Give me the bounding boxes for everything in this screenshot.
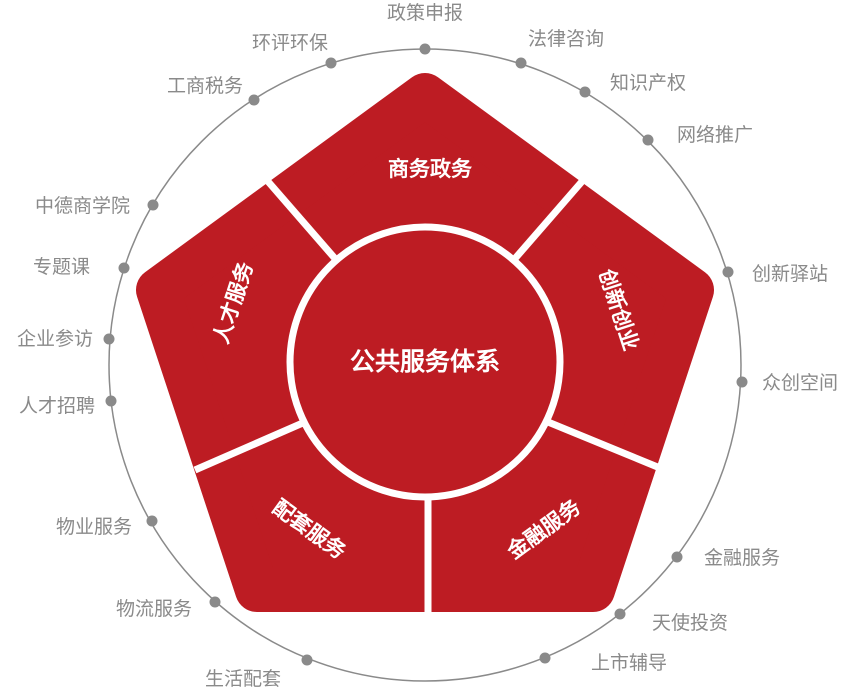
item-dot	[614, 608, 626, 620]
item-dot	[105, 395, 117, 407]
item-dot	[579, 86, 591, 98]
item-label: 上市辅导	[591, 652, 667, 674]
item-label: 网络推广	[677, 124, 753, 146]
item-label: 环评环保	[252, 32, 328, 54]
item-dot	[539, 652, 551, 664]
segment-business-government: 商务政务	[388, 157, 473, 181]
item-label: 创新驿站	[752, 263, 828, 285]
item-label: 众创空间	[762, 372, 838, 394]
item-dot	[146, 515, 158, 527]
center-circle	[286, 223, 564, 501]
item-label: 人才招聘	[19, 395, 95, 417]
item-label: 法律咨询	[528, 28, 604, 50]
item-dot	[642, 134, 654, 146]
item-dot	[515, 57, 527, 69]
item-label: 政策申报	[387, 2, 463, 24]
item-dot	[671, 551, 683, 563]
item-label: 天使投资	[652, 612, 728, 634]
item-label: 专题课	[33, 256, 90, 278]
item-dot	[722, 266, 734, 278]
center-label: 公共服务体系	[350, 347, 500, 376]
item-label: 工商税务	[167, 75, 243, 97]
item-label: 生活配套	[205, 668, 281, 688]
item-label: 中德商学院	[35, 195, 130, 217]
item-dot	[301, 654, 313, 666]
item-dot	[118, 262, 130, 274]
item-label: 物流服务	[116, 598, 192, 620]
outer-items: 政策申报 法律咨询 知识产权 网络推广 创新驿站 众创空间 金融服务 天使投资 …	[17, 2, 838, 688]
item-dot	[419, 43, 431, 55]
item-dot	[325, 57, 337, 69]
item-label: 金融服务	[704, 547, 780, 569]
item-label: 物业服务	[56, 516, 132, 538]
item-dot	[248, 94, 260, 106]
item-dot	[736, 376, 748, 388]
item-dot	[147, 199, 159, 211]
item-dot	[209, 596, 221, 608]
item-label: 企业参访	[17, 328, 93, 350]
item-label: 知识产权	[610, 72, 686, 94]
segment-dividers	[193, 175, 662, 615]
item-dot	[103, 333, 115, 345]
